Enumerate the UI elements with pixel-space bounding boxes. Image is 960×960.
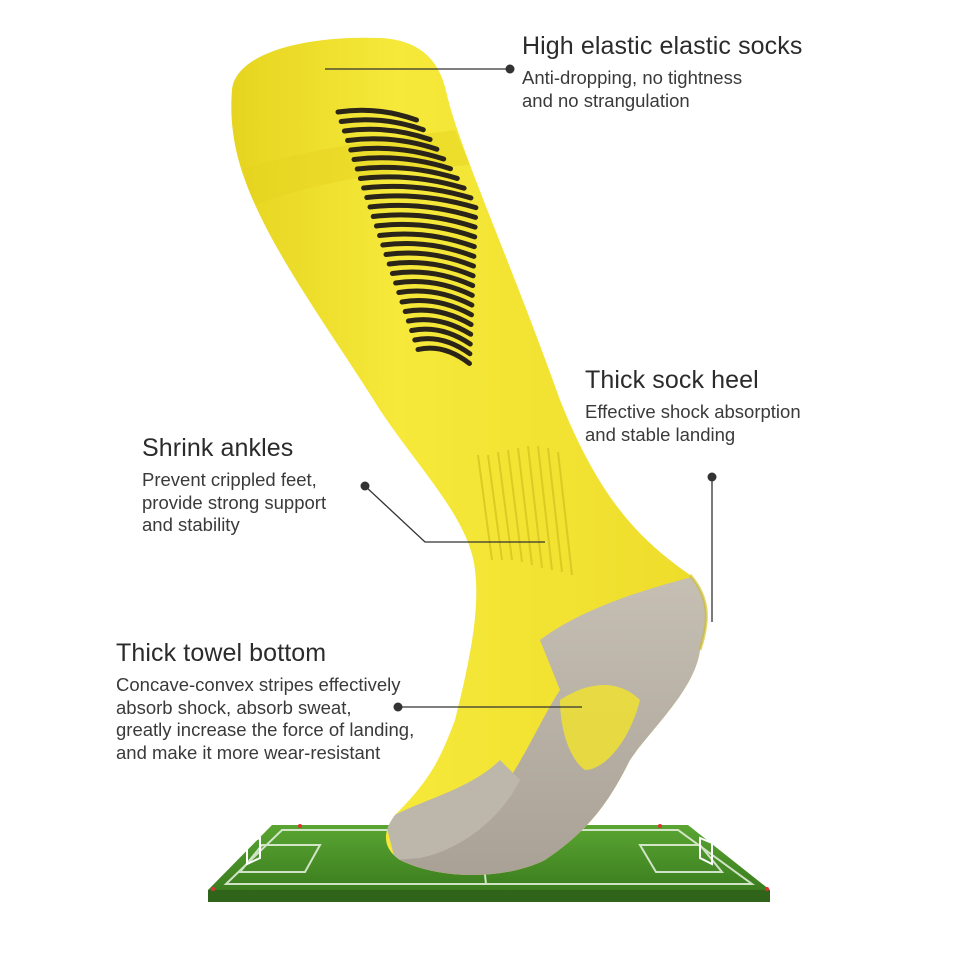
callout-desc: Anti-dropping, no tightness and no stran… bbox=[522, 67, 802, 112]
callout-line: and stability bbox=[142, 514, 240, 535]
callout-title: Shrink ankles bbox=[142, 434, 294, 462]
corner-flag bbox=[765, 887, 769, 891]
callout-desc: Concave-convex stripes effectively absor… bbox=[116, 674, 414, 764]
field-edge bbox=[208, 890, 770, 902]
calf-stripe bbox=[377, 231, 477, 250]
dot-bottom bbox=[393, 702, 403, 712]
dot-heel bbox=[707, 472, 717, 482]
calf-stripe bbox=[348, 145, 447, 162]
calf-stripe bbox=[373, 221, 478, 240]
calf-stripe bbox=[405, 317, 474, 337]
calf-stripe bbox=[415, 345, 472, 366]
callout-desc: Prevent crippled feet, provide strong su… bbox=[142, 469, 326, 537]
corner-flag bbox=[211, 887, 215, 891]
callout-bottom: Thick towel bottom Concave-convex stripe… bbox=[116, 638, 414, 764]
callout-line: and no strangulation bbox=[522, 89, 690, 111]
corner-flag bbox=[658, 824, 662, 828]
callout-ankle: Shrink ankles Prevent crippled feet, pro… bbox=[142, 433, 326, 537]
callout-line: Concave-convex stripes effectively bbox=[116, 674, 401, 695]
callout-title: Thick towel bottom bbox=[116, 639, 327, 667]
heel-terry bbox=[390, 575, 707, 875]
calf-stripe bbox=[364, 193, 479, 211]
heel-edge bbox=[688, 574, 708, 651]
calf-stripe bbox=[402, 307, 474, 328]
sole-patch bbox=[560, 685, 640, 770]
calf-stripe bbox=[354, 164, 460, 181]
callout-elastic: High elastic elastic socks Anti-dropping… bbox=[522, 31, 802, 112]
callout-line: greatly increase the force of landing, bbox=[116, 719, 415, 740]
calf-stripe bbox=[357, 174, 467, 191]
callout-line: and stable landing bbox=[585, 423, 736, 445]
callout-desc: Effective shock absorption and stable la… bbox=[585, 401, 801, 446]
goal-left bbox=[246, 836, 261, 866]
callout-line: Anti-dropping, no tightness bbox=[522, 67, 743, 88]
corner-flag bbox=[298, 824, 302, 828]
calf-stripe bbox=[380, 241, 477, 259]
toe-terry bbox=[385, 760, 520, 860]
callout-line: and make it more wear-resistant bbox=[116, 741, 381, 763]
dot-elastic bbox=[505, 64, 515, 74]
calf-stripe bbox=[396, 288, 475, 308]
dot-ankle bbox=[360, 481, 370, 491]
calf-stripe bbox=[345, 136, 440, 152]
calf-stripe bbox=[335, 107, 419, 123]
calf-stripe bbox=[386, 260, 476, 279]
calf-stripe bbox=[389, 269, 476, 289]
calf-stripe bbox=[351, 155, 453, 172]
callout-title: High elastic elastic socks bbox=[522, 32, 803, 60]
calf-stripe bbox=[361, 183, 474, 201]
calf-stripe bbox=[383, 250, 476, 269]
calf-stripe bbox=[412, 336, 473, 357]
calf-stripe bbox=[409, 326, 473, 347]
calf-stripe bbox=[367, 202, 478, 220]
calf-stripes bbox=[335, 107, 479, 366]
callout-line: provide strong support bbox=[142, 491, 327, 513]
calf-stripe bbox=[399, 298, 474, 318]
callout-line: Effective shock absorption bbox=[585, 401, 801, 422]
goal-right bbox=[699, 836, 713, 866]
calf-stripe bbox=[370, 212, 478, 230]
calf-stripe bbox=[393, 279, 475, 298]
leader-lines bbox=[325, 68, 713, 708]
calf-stripe bbox=[341, 126, 433, 142]
leader-ankle bbox=[364, 485, 545, 543]
calf-stripe bbox=[338, 117, 426, 133]
callout-heel: Thick sock heel Effective shock absorpti… bbox=[585, 365, 801, 446]
callout-title: Thick sock heel bbox=[585, 366, 759, 394]
callout-line: absorb shock, absorb sweat, bbox=[116, 696, 352, 718]
sock bbox=[231, 37, 708, 875]
leader-dots bbox=[360, 64, 717, 712]
callout-line: Prevent crippled feet, bbox=[142, 469, 317, 490]
